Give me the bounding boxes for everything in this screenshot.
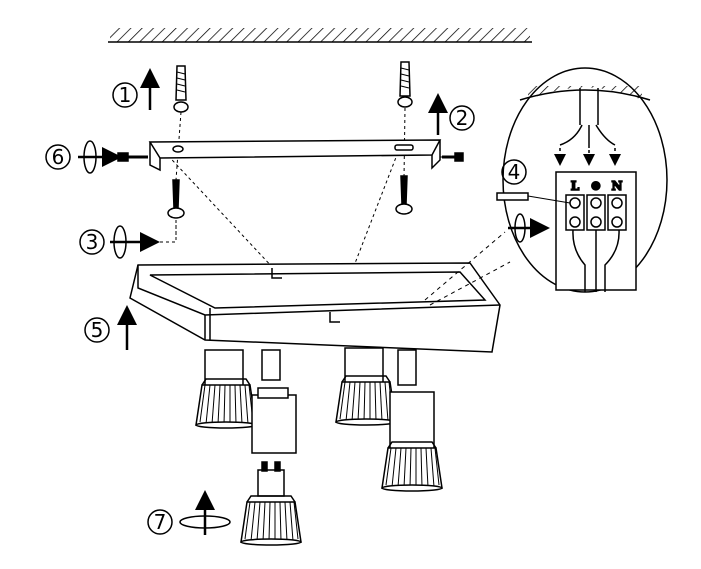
svg-text:2: 2 — [456, 106, 469, 130]
lamp-holder-4 — [381, 391, 443, 492]
ceiling — [108, 28, 532, 43]
terminal-label-earth: ⊕ — [591, 179, 602, 194]
svg-text:7: 7 — [154, 510, 167, 534]
svg-text:5: 5 — [91, 318, 104, 342]
fixture-frame — [129, 262, 501, 353]
wall-plug-left — [173, 65, 189, 113]
step-4-marker: 4 — [501, 159, 527, 185]
screw-left — [167, 179, 185, 219]
svg-text:6: 6 — [52, 145, 65, 169]
lamp-holder-3 — [251, 387, 297, 454]
svg-text:4: 4 — [508, 160, 521, 184]
wall-plug-right — [397, 61, 413, 108]
step-1-marker: 1 — [112, 82, 138, 108]
svg-text:1: 1 — [119, 83, 132, 107]
bracket-screw-right — [442, 152, 464, 162]
step-7-marker: 7 — [147, 509, 173, 535]
bracket-screw-left — [117, 152, 148, 162]
terminal-block — [565, 194, 627, 231]
gu10-bulb — [240, 461, 302, 546]
step-5-marker: 5 — [84, 317, 110, 343]
mounting-bracket — [148, 139, 442, 172]
step-2-marker: 2 — [449, 105, 475, 131]
rotate-screw-icon — [110, 225, 177, 259]
rotate-screw-icon — [78, 140, 122, 174]
lamp-holder-1 — [195, 349, 281, 429]
rotate-bulb-icon — [179, 490, 231, 535]
wiring-inset — [496, 67, 668, 293]
svg-text:3: 3 — [86, 230, 99, 254]
inset-callout-lines — [424, 231, 511, 306]
terminal-label-neutral: N — [612, 179, 623, 193]
terminal-label-live: L — [571, 179, 580, 193]
step-3-marker: 3 — [79, 229, 105, 255]
step-6-marker: 6 — [45, 144, 71, 170]
screw-right — [395, 175, 413, 215]
lamp-holder-2 — [335, 347, 417, 426]
